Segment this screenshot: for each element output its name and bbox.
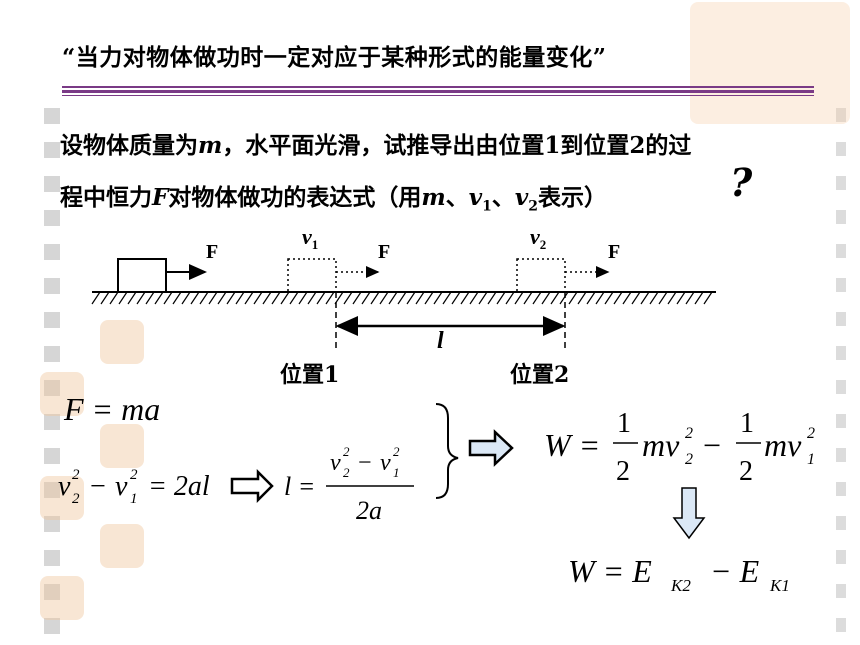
svg-text:2: 2 bbox=[72, 467, 80, 483]
equation-work: W = 1 2 mv 2 2 − 1 2 mv 1 2 bbox=[544, 408, 815, 487]
ground-hatching bbox=[91, 291, 713, 305]
velocity-label-1: v1 bbox=[302, 224, 318, 252]
svg-text:1: 1 bbox=[617, 408, 631, 439]
title-rule bbox=[62, 86, 814, 98]
position-2-label: 位置2 bbox=[510, 362, 569, 388]
equation-kinematics: v 2 2 − v 1 2 = 2al bbox=[58, 467, 210, 507]
svg-text:v: v bbox=[330, 450, 341, 476]
svg-text:= 2al: = 2al bbox=[148, 471, 210, 502]
svg-text:K1: K1 bbox=[769, 576, 790, 595]
svg-text:K2: K2 bbox=[670, 576, 691, 595]
svg-text:W =: W = bbox=[544, 427, 600, 463]
block-start bbox=[117, 258, 167, 293]
svg-text:2: 2 bbox=[616, 456, 630, 487]
svg-text:v: v bbox=[58, 471, 71, 502]
svg-text:1: 1 bbox=[130, 491, 138, 507]
seal-decoration-2 bbox=[40, 372, 84, 416]
seal-decoration-6 bbox=[40, 576, 84, 620]
slide-title: “当力对物体做功时一定对应于某种形式的能量变化” bbox=[62, 44, 607, 71]
implies-arrow-1 bbox=[230, 468, 274, 504]
seal-decoration-4 bbox=[40, 476, 84, 520]
distance-label: l bbox=[437, 328, 444, 354]
svg-text:2: 2 bbox=[72, 491, 80, 507]
svg-text:2: 2 bbox=[343, 465, 350, 480]
seal-decoration-top-right bbox=[690, 2, 850, 124]
velocity-label-2: v2 bbox=[530, 224, 546, 252]
block-position-2 bbox=[516, 258, 566, 293]
svg-text:1: 1 bbox=[740, 408, 754, 439]
svg-text:2a: 2a bbox=[356, 496, 382, 525]
equation-energy: W = E K2 − E K1 bbox=[568, 553, 790, 595]
svg-text:2: 2 bbox=[739, 456, 753, 487]
seal-decoration-5 bbox=[100, 524, 144, 568]
svg-text:2: 2 bbox=[685, 425, 693, 442]
position-1-label: 位置1 bbox=[280, 362, 339, 388]
seal-decoration-1 bbox=[100, 320, 144, 364]
svg-text:−: − bbox=[358, 450, 372, 476]
svg-text:mv: mv bbox=[642, 427, 680, 463]
implies-arrow-down bbox=[672, 487, 706, 540]
svg-text:mv: mv bbox=[764, 427, 802, 463]
svg-text:2: 2 bbox=[685, 451, 693, 468]
svg-text:2: 2 bbox=[343, 444, 350, 459]
svg-text:1: 1 bbox=[393, 465, 400, 480]
svg-text:−: − bbox=[90, 471, 106, 502]
question-line-1: 设物体质量为m，水平面光滑，试推导出由位置1到位置2的过 bbox=[60, 132, 692, 159]
force-label-position-2: F bbox=[608, 241, 620, 263]
seal-decoration-3 bbox=[100, 424, 144, 468]
right-decoration-bars bbox=[836, 108, 846, 638]
svg-text:v: v bbox=[115, 471, 128, 502]
svg-text:2: 2 bbox=[393, 444, 400, 459]
implies-arrow-2 bbox=[468, 429, 514, 467]
svg-text:− E: − E bbox=[710, 553, 760, 589]
svg-text:−: − bbox=[703, 427, 721, 463]
svg-text:1: 1 bbox=[807, 451, 815, 468]
equation-newton: F = ma bbox=[63, 391, 160, 427]
force-label-position-1: F bbox=[378, 241, 390, 263]
block-position-1 bbox=[287, 258, 337, 293]
svg-text:l =: l = bbox=[284, 472, 315, 501]
curly-brace bbox=[435, 403, 459, 499]
question-mark: ? bbox=[730, 160, 753, 205]
left-decoration-bars bbox=[44, 108, 60, 638]
svg-text:W = E: W = E bbox=[568, 553, 652, 589]
equation-distance: l = v 2 2 − v 1 2 2a bbox=[284, 444, 414, 525]
question-line-2: 程中恒力F对物体做功的表达式（用m、v1、v2表示） bbox=[60, 184, 607, 215]
svg-text:2: 2 bbox=[130, 467, 138, 483]
svg-text:v: v bbox=[380, 450, 391, 476]
force-label-start: F bbox=[206, 241, 218, 263]
svg-text:2: 2 bbox=[807, 425, 815, 442]
